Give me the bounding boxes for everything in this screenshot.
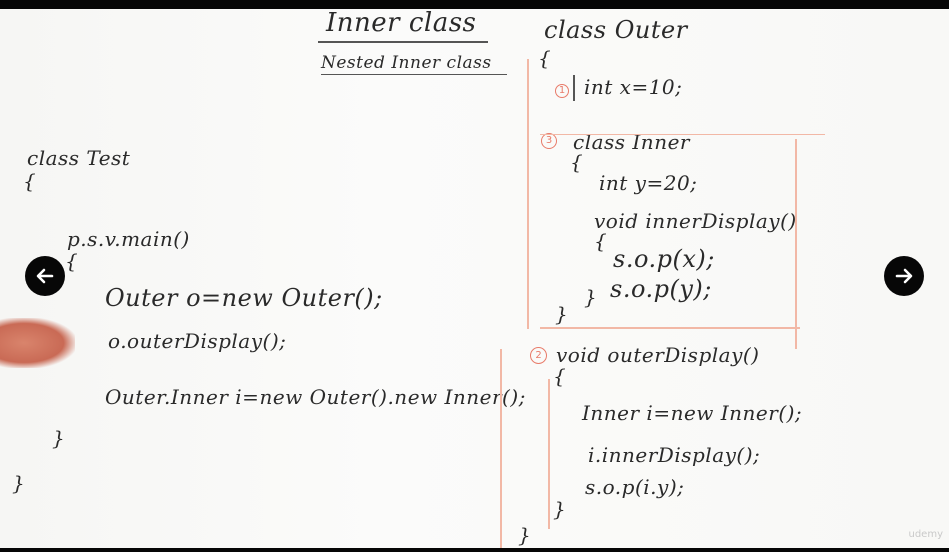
- inner-scope-right: [795, 139, 797, 349]
- right-code-line: Inner i=new Inner();: [582, 401, 803, 425]
- outer-scope-line: [527, 59, 529, 329]
- left-code-line: }: [52, 426, 66, 450]
- right-code-line: s.o.p(x);: [613, 245, 715, 273]
- left-code-line: {: [65, 249, 79, 273]
- board-subtitle: Nested Inner class: [321, 53, 492, 73]
- inner-scope-top: [540, 134, 825, 135]
- video-bottom-bar: [0, 548, 949, 552]
- left-code-line: Outer o=new Outer();: [105, 284, 383, 312]
- marker-2: 2: [530, 347, 547, 364]
- subtitle-underline: [321, 74, 507, 75]
- right-code-line: int x=10;: [584, 75, 683, 99]
- marker-3: 3: [541, 133, 557, 149]
- marker-1: 1: [555, 84, 569, 98]
- left-code-line: class Test: [27, 146, 131, 170]
- right-code-line: {: [570, 150, 584, 174]
- arrow-right-icon: [895, 268, 913, 284]
- bracket-mark: [573, 75, 575, 101]
- outer-display-line: [500, 349, 502, 549]
- left-code-line: Outer.Inner i=new Outer().new Inner();: [105, 385, 526, 409]
- right-code-line: }: [584, 285, 598, 309]
- right-code-line: void innerDisplay(): [594, 209, 797, 233]
- right-code-line: s.o.p(y);: [610, 275, 712, 303]
- left-code-line: }: [12, 471, 26, 495]
- right-code-line: i.innerDisplay();: [588, 443, 761, 467]
- watermark-logo: udemy: [908, 529, 944, 540]
- right-code-line: s.o.p(i.y);: [585, 475, 685, 499]
- inner-scope-bottom: [540, 327, 800, 329]
- right-code-line: {: [594, 229, 608, 253]
- right-code-line: }: [555, 302, 569, 326]
- left-code-line: p.s.v.main(): [67, 227, 190, 251]
- arrow-left-icon: [36, 268, 54, 284]
- next-slide-button[interactable]: [884, 256, 924, 296]
- right-code-line: {: [553, 364, 567, 388]
- right-code-line: {: [538, 46, 552, 70]
- right-code-line: class Outer: [544, 16, 688, 44]
- whiteboard: Inner class Nested Inner class class Tes…: [0, 8, 949, 549]
- title-underline: [318, 41, 488, 43]
- board-title: Inner class: [326, 8, 477, 38]
- video-top-bar: [0, 0, 949, 9]
- right-code-line: }: [518, 523, 532, 547]
- right-code-line: void outerDisplay(): [556, 343, 760, 367]
- method-scope-line: [548, 379, 550, 529]
- right-code-line: }: [553, 497, 567, 521]
- right-code-line: int y=20;: [599, 171, 698, 195]
- left-code-line: o.outerDisplay();: [108, 329, 287, 353]
- previous-slide-button[interactable]: [25, 256, 65, 296]
- instructor-hand: [0, 318, 75, 368]
- left-code-line: {: [23, 169, 37, 193]
